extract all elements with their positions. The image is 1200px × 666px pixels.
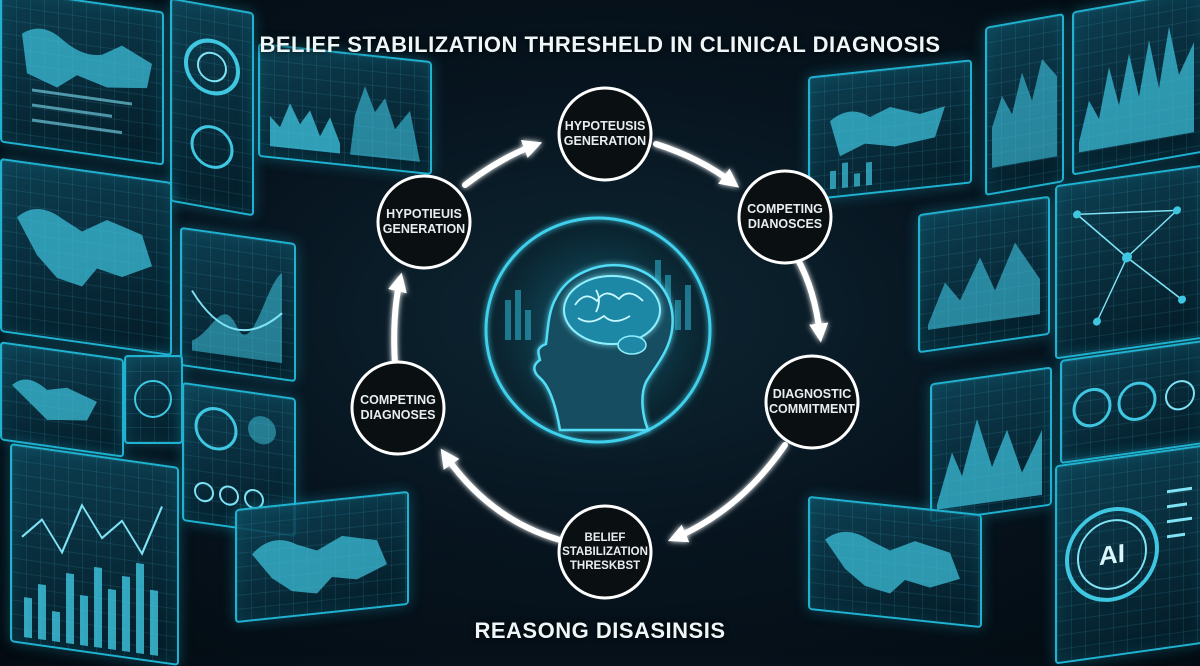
dashboard-panel-bars-left xyxy=(10,443,179,666)
node-6-circle xyxy=(376,174,472,270)
node-hypothesis-generation-left: HYPOTIEUIS GENERATION xyxy=(382,207,466,236)
dashboard-panel-map xyxy=(0,0,164,166)
ai-badge: AI xyxy=(1099,538,1125,572)
node-2-circle xyxy=(737,169,833,265)
arrow-4 xyxy=(667,442,788,543)
dashboard-panel-small-left xyxy=(0,341,124,458)
dashboard-panel-worldmap-bottom-left xyxy=(235,490,409,624)
dashboard-panel-dials xyxy=(182,381,296,538)
arrow-3 xyxy=(794,255,829,343)
dashboard-panel-worldmap-bottom-right xyxy=(808,495,982,629)
dashboard-panel-chart-a xyxy=(258,42,432,176)
dashboard-panel-network-right xyxy=(1055,164,1200,360)
dashboard-panel-worldmap-top-right xyxy=(808,59,972,201)
dashboard-panel-worldmap-left xyxy=(0,157,172,357)
dashboard-panel-mountain-right xyxy=(918,195,1050,354)
node-5-circle xyxy=(350,360,446,456)
diagram-subtitle: REASONG DISASINSIS xyxy=(474,618,726,643)
arrow-1 xyxy=(462,140,543,188)
arrow-2 xyxy=(653,141,740,188)
dashboard-panel-line-top-right xyxy=(985,13,1064,196)
dashboard-panel-line-left xyxy=(180,226,296,383)
node-diagnostic-commitment: DIAGNOSTIC COMMITMENT xyxy=(768,387,856,416)
node-4-circle xyxy=(557,504,653,600)
node-belief-stabilization-threshold: BELIEF STABILIZATION THRESKBST xyxy=(562,532,648,572)
node-competing-diagnoses-left: COMPETING DIAGNOSES xyxy=(360,393,436,422)
arrow-6 xyxy=(388,272,407,368)
dashboard-panel-ai: AI xyxy=(1055,444,1200,665)
node-1-circle xyxy=(557,86,653,182)
dashboard-panel-radar-left xyxy=(124,355,183,444)
dashboard-panel-dials-right xyxy=(1060,339,1200,465)
arrow-5 xyxy=(440,448,563,543)
node-competing-diagnoses-right: COMPETING DIANOSCES xyxy=(747,202,823,231)
diagram-title: BELIEF STABILIZATION THRESHELD IN CLINIC… xyxy=(259,32,941,57)
dashboard-panel-gauge xyxy=(170,0,254,217)
node-hypothesis-generation-top: HYPOTEUSIS GENERATION xyxy=(563,119,647,148)
node-3-circle xyxy=(764,354,860,450)
dashboard-panel-peaks-right xyxy=(930,366,1052,523)
brain-head-icon xyxy=(460,190,740,470)
dashboard-panel-spikes-top-right xyxy=(1072,0,1200,176)
